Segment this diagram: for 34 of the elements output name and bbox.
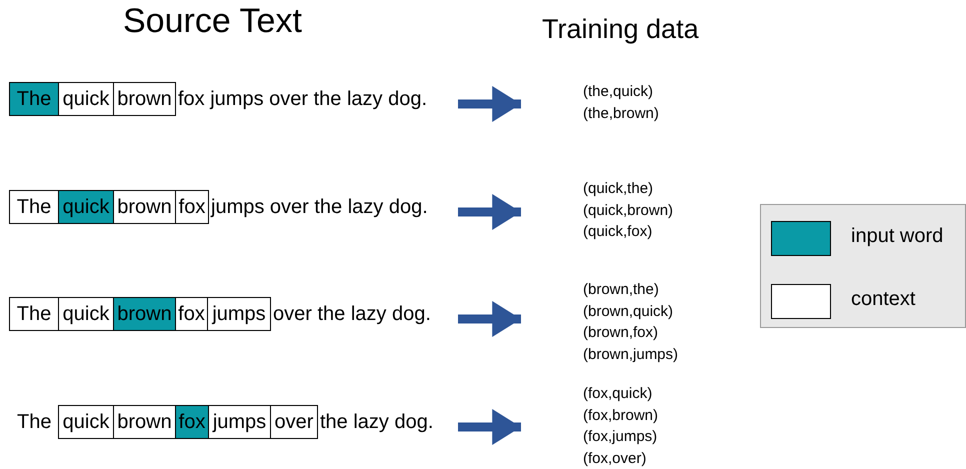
context-word-box: brown — [113, 82, 176, 116]
sentence-text: fox jumps over the lazy dog. — [178, 82, 458, 116]
arrow — [458, 86, 521, 122]
heading: Training data — [542, 14, 699, 45]
context-word-box: brown — [113, 190, 176, 224]
training-pairs: (quick,the) (quick,brown) (quick,fox) — [520, 178, 674, 242]
context-word-box: quick — [58, 297, 114, 331]
legend-label: context — [851, 288, 916, 311]
training-pairs: (brown,the) (brown,quick) (brown,fox) (brown,jumps) — [520, 279, 678, 365]
context-word-box: The — [9, 190, 59, 224]
input-word-box: fox — [175, 405, 209, 439]
heading: Source Text — [123, 2, 302, 41]
input-word-box: quick — [58, 190, 114, 224]
input-word-box: brown — [113, 297, 176, 331]
context-word-box: jumps — [208, 405, 271, 439]
legend-label: input word — [851, 225, 944, 248]
sentence-text: jumps over the lazy dog. — [211, 190, 458, 224]
training-pairs: (fox,quick) (fox,brown) (fox,jumps) (fox,over) — [520, 383, 658, 469]
arrow — [458, 301, 521, 337]
input-word-box: The — [9, 82, 59, 116]
context-word-box: jumps — [207, 297, 271, 331]
context-word-box: over — [270, 405, 318, 439]
context-word-box: fox — [175, 190, 209, 224]
context-word-box: fox — [175, 297, 208, 331]
sentence-text: over the lazy dog. — [273, 297, 458, 331]
training-pairs: (the,quick) (the,brown) — [520, 81, 659, 124]
context-word-box: quick — [58, 405, 114, 439]
context-word-box: quick — [58, 82, 114, 116]
sentence-text: The — [17, 411, 52, 434]
context-word-box: brown — [113, 405, 176, 439]
arrow — [458, 194, 521, 230]
arrow — [458, 409, 521, 445]
sentence-text: the lazy dog. — [320, 405, 458, 439]
context-word-box: The — [9, 297, 59, 331]
